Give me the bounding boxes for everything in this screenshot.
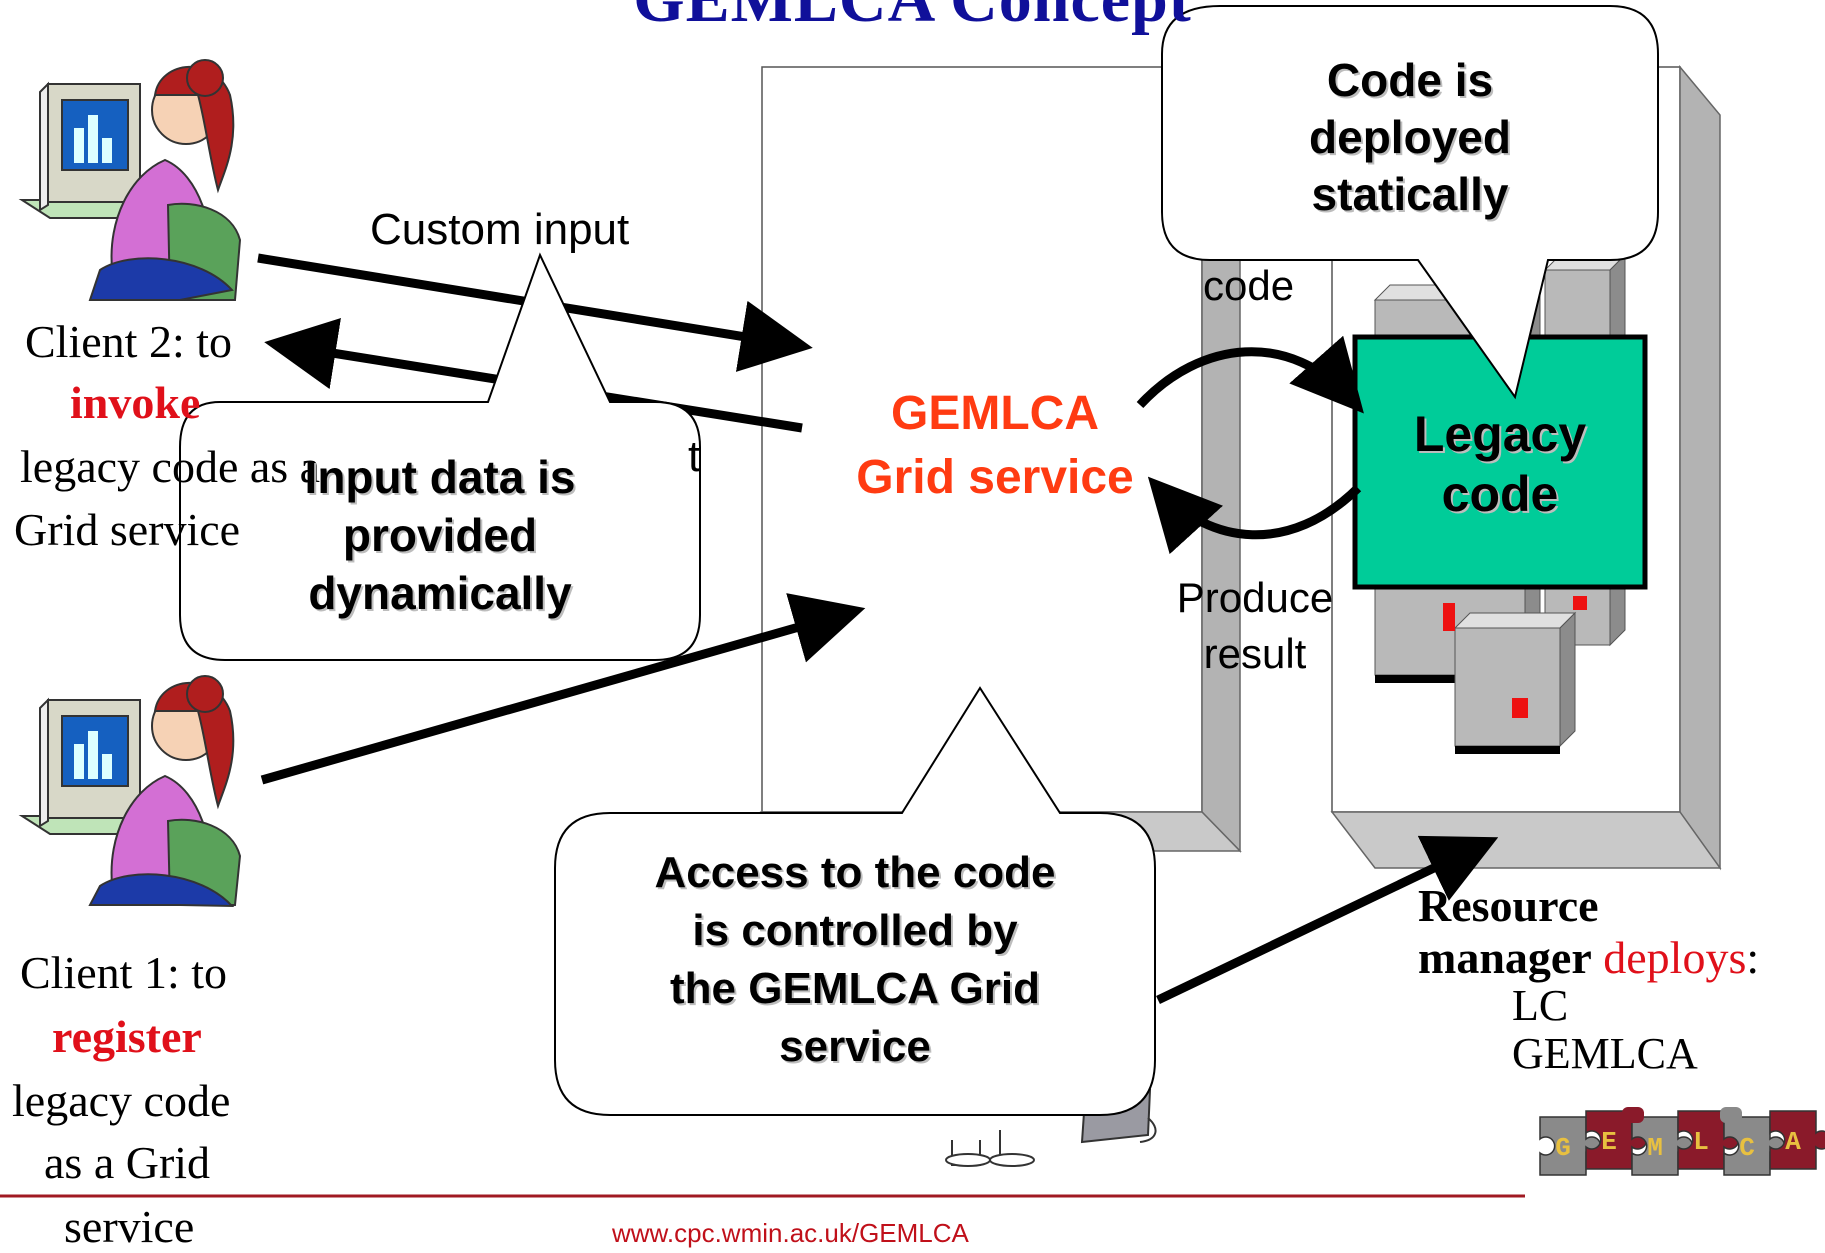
output-label-fragment: t bbox=[688, 432, 701, 481]
produce-result-arrow bbox=[1147, 476, 1362, 555]
resource-manager-item-lc: LC bbox=[1512, 981, 1569, 1030]
code-label: code bbox=[1203, 262, 1295, 309]
resource-manager-line2: manager bbox=[1418, 932, 1592, 983]
callout-deployed-line: statically bbox=[1311, 168, 1509, 220]
logo-puzzle-tab bbox=[1720, 1107, 1742, 1123]
client-2-verb: invoke bbox=[70, 377, 201, 428]
legacy-code-line: Legacy bbox=[1413, 406, 1587, 462]
callout-deployed-line: Code is bbox=[1326, 54, 1494, 106]
invoke-code-arrow bbox=[1136, 335, 1364, 414]
client-2-line3: legacy code as a bbox=[20, 441, 321, 492]
callout-access-line: is controlled by bbox=[692, 906, 1018, 955]
callout-deployed-text: Code is deployed statically bbox=[1162, 52, 1658, 223]
client-2-line1: Client 2: to bbox=[25, 316, 232, 367]
callout-deployed-line: deployed bbox=[1309, 111, 1511, 163]
legacy-code-box bbox=[1352, 334, 1648, 590]
custom-input-label: Custom input bbox=[370, 205, 630, 254]
client-1-line1: Client 1: to bbox=[20, 947, 227, 998]
callout-input-line: dynamically bbox=[308, 567, 572, 619]
client-1-line5: service bbox=[64, 1201, 195, 1252]
footer-url: www.cpc.wmin.ac.uk/GEMLCA bbox=[612, 1218, 969, 1248]
callout-access-bubble bbox=[554, 686, 1156, 1116]
resource-manager-item-gemlca: GEMLCA bbox=[1512, 1029, 1698, 1078]
client-1-line3: legacy code bbox=[12, 1075, 231, 1126]
callout-input-line: Input data is bbox=[304, 451, 576, 503]
resource-manager-text: Resource manager deploys: bbox=[1418, 880, 1759, 984]
page-title: GEMLCA Concept bbox=[0, 0, 1825, 38]
client-1-verb: register bbox=[52, 1011, 202, 1062]
callout-access-text: Access to the code is controlled by the … bbox=[555, 844, 1155, 1076]
legacy-code-line: code bbox=[1441, 466, 1559, 522]
deploys-colon: : bbox=[1746, 932, 1760, 983]
callout-deployed-bubble bbox=[1161, 5, 1659, 400]
legacy-code-label: Legacy code bbox=[1355, 404, 1645, 524]
logo-puzzle-tab bbox=[1622, 1107, 1644, 1123]
logo-puzzle-piece bbox=[1769, 1110, 1825, 1170]
register-arrow bbox=[260, 593, 866, 785]
produce-result-line: result bbox=[1203, 630, 1307, 677]
callout-access-line: Access to the code bbox=[654, 848, 1056, 897]
client-1-icon bbox=[18, 675, 242, 908]
logo-letter: G bbox=[1555, 1133, 1571, 1163]
gemlca-service-line: Grid service bbox=[856, 451, 1134, 504]
callout-access-line: service bbox=[779, 1022, 931, 1071]
resource-manager-line1: Resource bbox=[1418, 880, 1599, 931]
callout-input-bubble bbox=[179, 252, 701, 661]
deploy-arrow bbox=[1156, 835, 1499, 1005]
gemlca-service-label: GEMLCA Grid service bbox=[830, 382, 1160, 510]
deploys-label: deploys bbox=[1603, 932, 1747, 983]
logo-letter: E bbox=[1601, 1127, 1617, 1157]
grid-service-panel bbox=[759, 65, 1242, 853]
produce-result-label: Produce result bbox=[1155, 570, 1355, 682]
callout-access-line: the GEMLCA Grid bbox=[670, 964, 1040, 1013]
produce-result-line: Produce bbox=[1176, 574, 1334, 621]
logo-letter: C bbox=[1739, 1133, 1755, 1163]
logo-letter: M bbox=[1647, 1133, 1663, 1163]
client-2-icon bbox=[18, 59, 242, 301]
gemlca-service-line: GEMLCA bbox=[891, 387, 1099, 440]
logo-letter: L bbox=[1693, 1127, 1709, 1157]
callout-input-text: Input data is provided dynamically bbox=[180, 448, 700, 622]
logo-letter: A bbox=[1785, 1127, 1801, 1157]
client-1-line4: as a Grid bbox=[44, 1137, 211, 1188]
client-2-line4: Grid service bbox=[14, 504, 241, 555]
callout-input-line: provided bbox=[342, 509, 538, 561]
